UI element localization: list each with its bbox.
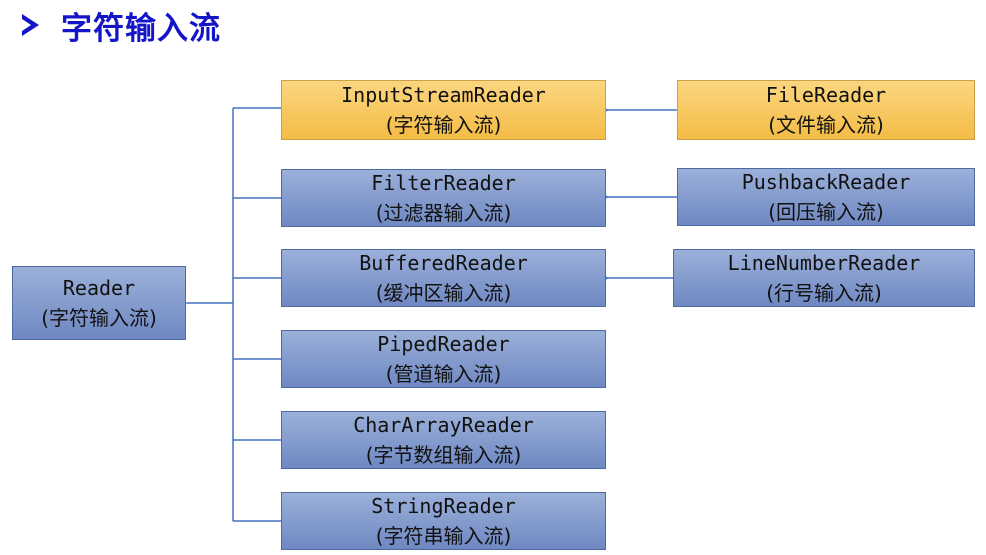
buffered-reader-desc: (缓冲区输入流) <box>375 281 512 305</box>
file-reader-box: FileReader (文件输入流) <box>677 80 975 140</box>
line-number-reader-box: LineNumberReader (行号输入流) <box>673 249 975 307</box>
pushback-reader-desc: (回压输入流) <box>768 200 884 224</box>
string-reader-desc: (字符串输入流) <box>375 524 512 548</box>
char-array-reader-box: CharArrayReader (字节数组输入流) <box>281 411 606 469</box>
piped-reader-desc: (管道输入流) <box>385 362 502 386</box>
buffered-reader-name: BufferedReader <box>359 251 528 275</box>
line-number-reader-desc: (行号输入流) <box>766 281 882 305</box>
file-reader-name: FileReader <box>765 83 887 107</box>
reader-box: Reader (字符输入流) <box>12 266 186 340</box>
input-stream-reader-name: InputStreamReader <box>341 83 546 107</box>
input-stream-reader-box: InputStreamReader (字符输入流) <box>281 80 606 140</box>
char-array-reader-desc: (字节数组输入流) <box>365 443 522 467</box>
string-reader-name: StringReader <box>371 494 516 518</box>
file-reader-desc: (文件输入流) <box>768 113 884 137</box>
slide-title: 字符输入流 <box>22 2 221 48</box>
arrow-bullet-icon <box>22 14 39 36</box>
filter-reader-name: FilterReader <box>371 171 516 195</box>
pushback-reader-box: PushbackReader (回压输入流) <box>677 168 975 226</box>
string-reader-box: StringReader (字符串输入流) <box>281 492 606 550</box>
input-stream-reader-desc: (字符输入流) <box>385 113 502 137</box>
buffered-reader-box: BufferedReader (缓冲区输入流) <box>281 249 606 307</box>
char-array-reader-name: CharArrayReader <box>353 413 534 437</box>
filter-reader-box: FilterReader (过滤器输入流) <box>281 169 606 227</box>
pushback-reader-name: PushbackReader <box>741 170 911 194</box>
reader-desc: (字符输入流) <box>41 306 157 330</box>
piped-reader-box: PipedReader (管道输入流) <box>281 330 606 388</box>
reader-name: Reader <box>62 276 136 300</box>
line-number-reader-name: LineNumberReader <box>727 251 921 275</box>
piped-reader-name: PipedReader <box>377 332 510 356</box>
filter-reader-desc: (过滤器输入流) <box>375 201 512 225</box>
slide-title-text: 字符输入流 <box>61 10 221 47</box>
